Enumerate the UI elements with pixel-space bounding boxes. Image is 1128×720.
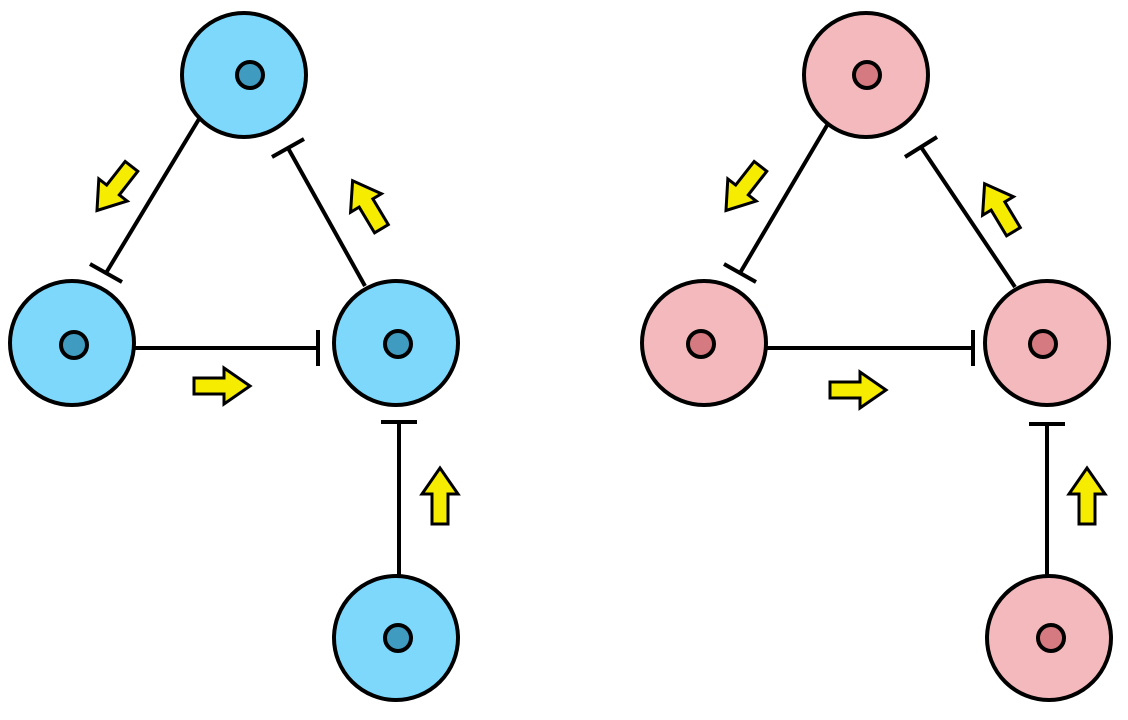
network-pink [640,11,1113,702]
edge-right-to-top [271,137,367,287]
direction-arrow-right [192,366,252,406]
cell-right [332,279,460,407]
direction-arrow-down-left [81,153,148,224]
direction-arrow-up-left [335,169,399,240]
cell-right [983,279,1111,407]
edge-top-to-left [723,120,831,284]
cell-top [802,11,930,139]
cell-bottom [985,574,1113,702]
cell-top [180,11,308,139]
direction-arrow-right [828,370,888,410]
direction-arrow-down-left [710,153,777,224]
cell-left [640,279,768,407]
direction-arrow-up [420,466,460,526]
edge-bottom-to-right [1029,422,1065,576]
direction-arrow-up [1067,466,1107,526]
edge-left-to-right [767,330,975,366]
edge-right-to-top [903,135,1017,289]
edge-left-to-right [134,330,320,366]
edge-top-to-left [89,117,201,284]
network-blue [8,11,460,702]
cell-bottom [332,574,460,702]
cell-left [8,279,136,407]
edge-bottom-to-right [381,420,417,576]
